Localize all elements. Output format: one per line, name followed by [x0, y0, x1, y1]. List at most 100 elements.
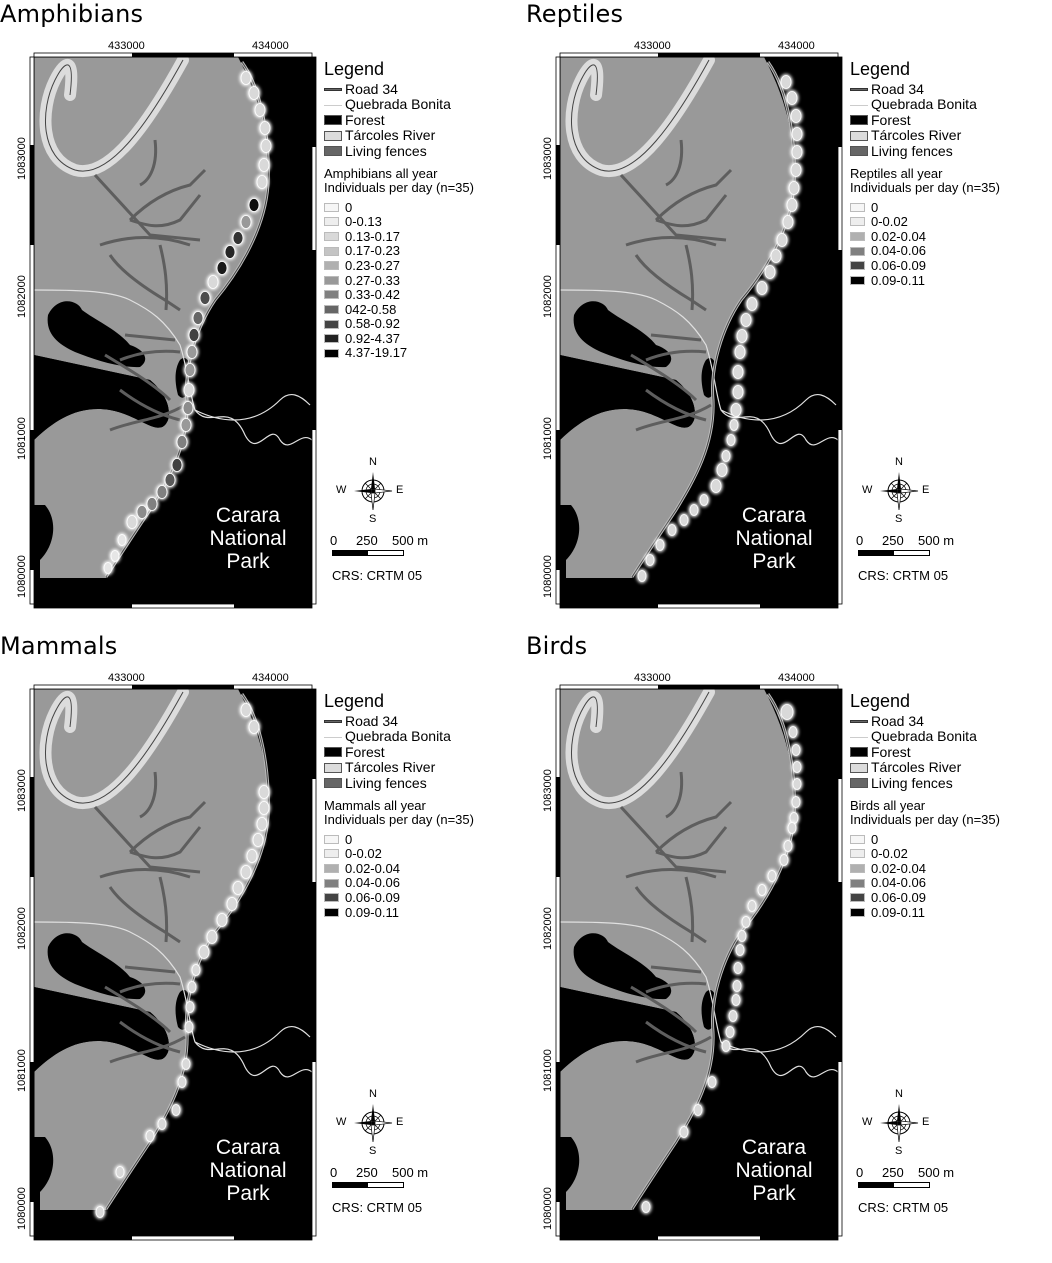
hotspot-14: [192, 311, 204, 325]
compass-e: E: [922, 1116, 930, 1128]
scale-label-500: 500 m: [918, 533, 955, 548]
legend-label: Road 34: [345, 81, 398, 97]
park-label-line: Park: [226, 550, 270, 573]
hotspot-10: [767, 870, 777, 882]
hotspot-18: [177, 1076, 187, 1088]
stream-symbol: [850, 736, 868, 738]
hotspot-24: [679, 1126, 689, 1138]
hotspot-3: [792, 761, 802, 773]
hotspot-13: [741, 916, 751, 928]
map-frame: [555, 52, 843, 609]
legend-class-row: 0.17-0.23: [324, 243, 524, 258]
hotspot-12: [207, 275, 219, 289]
hotspot-12: [756, 281, 768, 295]
road-34-core: [631, 61, 795, 578]
compass-s: S: [369, 513, 377, 525]
hotspot-6: [788, 181, 800, 195]
x-tick-433000: 433000: [108, 40, 145, 52]
quebrada-bonita: [559, 921, 839, 1078]
legend-row-river: Tárcoles River: [850, 127, 1050, 144]
left-border-ticks: [555, 688, 561, 1237]
hotspot-20: [180, 418, 192, 432]
legend-class-label: 0.02-0.04: [871, 228, 926, 244]
scale-label-0: 0: [330, 1165, 338, 1180]
hotspot-15: [188, 328, 200, 342]
scale-bar: 0 250 500 m: [856, 1165, 968, 1191]
legend-row-fences: Living fences: [850, 143, 1050, 159]
hotspot-4: [791, 145, 803, 159]
legend-label: Tárcoles River: [871, 127, 962, 144]
hotspot-21: [726, 434, 736, 446]
roadkill-hotspots: [102, 70, 273, 575]
scale-bar-graphic: [858, 1182, 930, 1188]
park-label-line: Carara: [741, 504, 807, 527]
panel-title: Birds: [526, 632, 588, 660]
hotspot-13: [191, 964, 201, 976]
hotspot-2: [258, 785, 270, 799]
fence-symbol: [850, 146, 868, 157]
hotspot-8: [782, 215, 794, 229]
legend-label: Road 34: [871, 81, 924, 97]
compass-n: N: [369, 456, 377, 468]
road-symbol: [850, 720, 868, 724]
compass-rose: N S E W: [862, 1088, 942, 1158]
map-border: [29, 684, 317, 1241]
fence-symbol: [850, 778, 868, 789]
fence-symbol: [324, 778, 342, 789]
legend-class-label: 0.02-0.04: [345, 860, 400, 876]
legend-class-row: 0.04-0.06: [850, 243, 1050, 258]
legend-class-swatch: [850, 878, 865, 888]
hotspot-27: [126, 515, 138, 529]
compass-e: E: [396, 1116, 404, 1128]
hotspot-28: [667, 524, 677, 536]
left-border-ticks: [29, 56, 35, 605]
hotspot-3: [258, 801, 270, 815]
roadkill-hotspots: [94, 702, 271, 1219]
legend-class-row: 0.33-0.42: [324, 287, 524, 302]
forest-patch-big: [560, 355, 695, 440]
legend-class-label: 0.58-0.92: [345, 316, 400, 332]
living-fences: [619, 771, 733, 1064]
y-tick-1083000: 1083000: [16, 769, 28, 812]
hotspot-25: [699, 494, 709, 506]
hotspot-27: [679, 514, 689, 526]
hotspot-1: [248, 86, 260, 100]
hotspot-9: [779, 854, 789, 866]
legend-class-row: 0.06-0.09: [850, 258, 1050, 273]
legend-label: Forest: [871, 111, 911, 128]
hotspot-24: [710, 479, 722, 493]
hotspot-5: [252, 833, 264, 847]
panel-title: Mammals: [0, 632, 118, 660]
legend-class-swatch: [324, 863, 339, 873]
compass-rose: N S E W: [336, 456, 416, 526]
hotspot-21: [721, 1040, 731, 1052]
hotspot-3: [791, 127, 803, 141]
forest-patch-big: [34, 987, 169, 1072]
legend-class-label: 0: [871, 199, 879, 215]
crs-label: CRS: CRTM 05: [858, 568, 949, 583]
hotspot-4: [792, 778, 802, 790]
legend-label: Living fences: [345, 774, 427, 791]
hotspot-0: [780, 704, 794, 720]
legend-row-road: Road 34: [324, 81, 524, 97]
y-tick-1081000: 1081000: [542, 1049, 554, 1092]
road-34-core: [631, 693, 795, 1210]
park-label-line: Carara: [215, 1136, 281, 1159]
hotspot-7: [787, 822, 797, 834]
x-tick-433000: 433000: [634, 40, 671, 52]
hotspot-1: [248, 720, 260, 734]
map-panel-mammals: Mammals: [0, 632, 526, 1263]
stream-symbol: [324, 104, 342, 106]
roadkill-hotspots: [636, 74, 804, 583]
scale-label-0: 0: [856, 1165, 864, 1180]
left-border-ticks: [555, 56, 561, 605]
legend-class-swatch: [850, 893, 865, 903]
hotspot-23: [95, 1206, 105, 1218]
hotspot-8: [232, 881, 244, 895]
park-label: Carara National Park: [188, 1136, 308, 1205]
legend-subtitle-1: Amphibians all year: [324, 165, 438, 181]
hotspot-20: [729, 419, 739, 431]
legend-class-row: 0.09-0.11: [324, 905, 524, 920]
hotspot-10: [216, 913, 228, 927]
